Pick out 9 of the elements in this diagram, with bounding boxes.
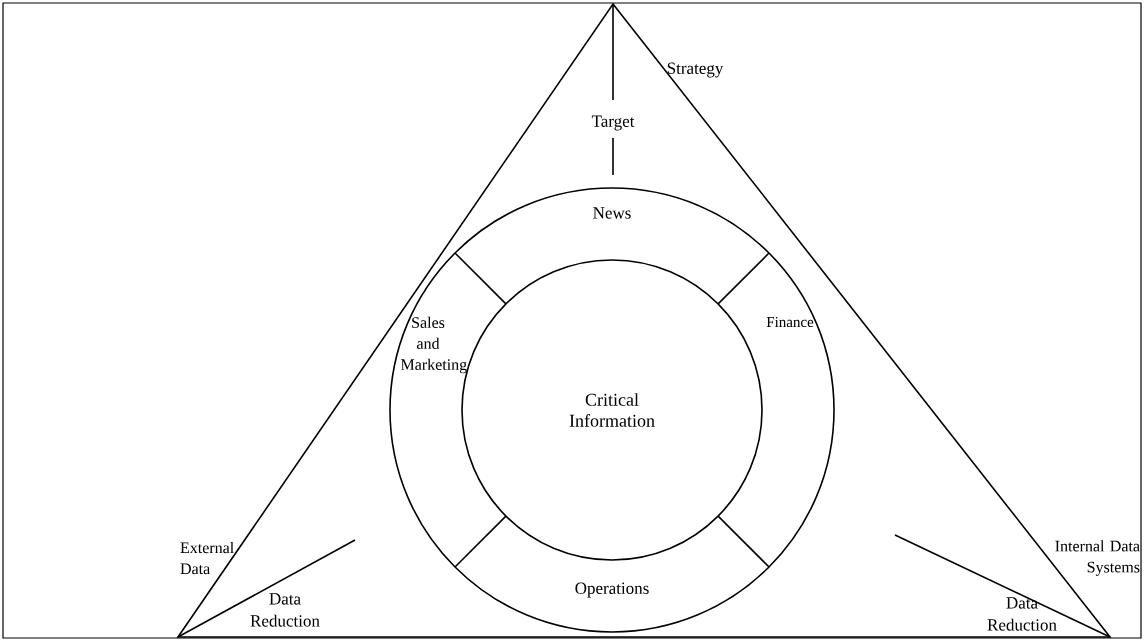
label: Operations xyxy=(575,582,649,598)
label: Target xyxy=(591,115,635,131)
label: Strategy xyxy=(667,62,724,78)
label: External Data xyxy=(180,541,234,575)
label: News xyxy=(593,207,631,219)
label: Data Reduction xyxy=(987,597,1057,631)
label: Internal Data Systems xyxy=(1055,540,1140,576)
label: Data Reduction xyxy=(250,593,320,627)
label: Sales and Marketing xyxy=(400,316,467,374)
